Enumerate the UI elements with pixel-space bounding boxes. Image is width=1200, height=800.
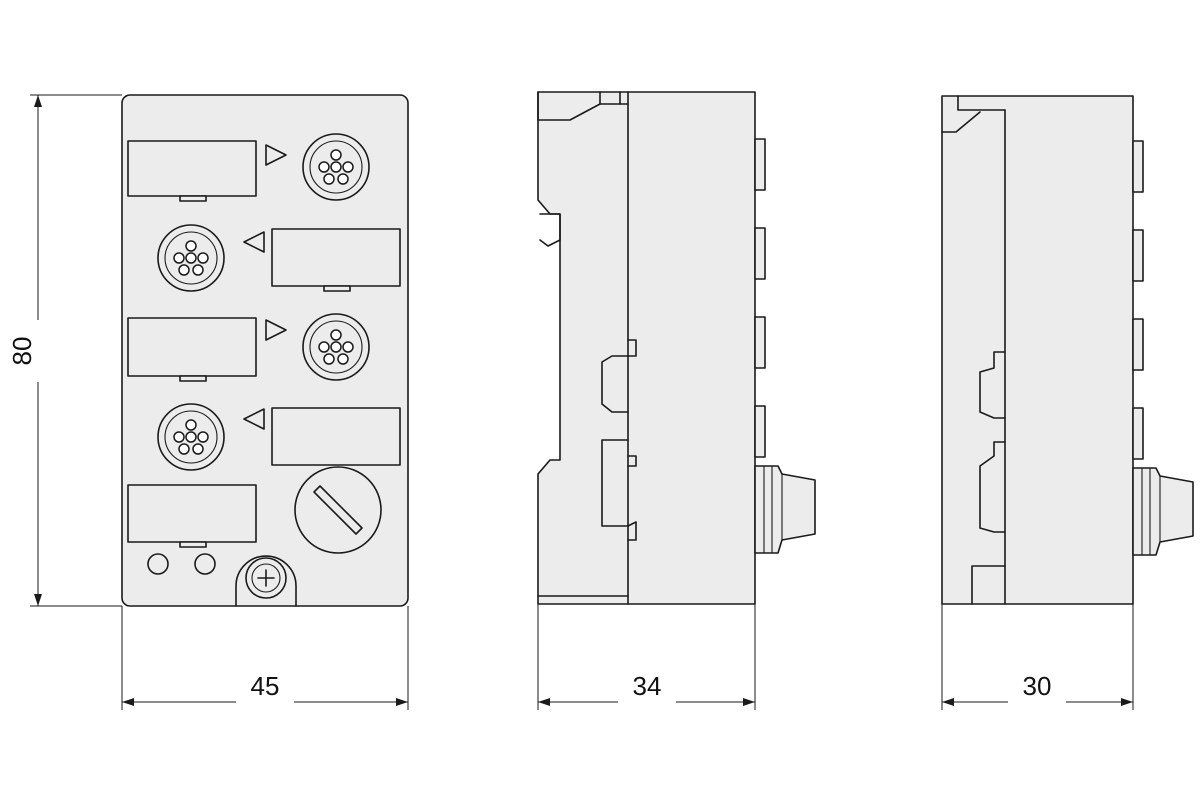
dimension-side-width: 34 [537,604,756,710]
dimension-side-width-label: 34 [633,671,662,701]
right-rotary-knob [1132,467,1194,556]
side-connector-1 [754,138,766,191]
dimension-right-width-label: 30 [1023,671,1052,701]
m12-connector-icon [157,403,225,471]
rotary-switch-icon[interactable] [294,466,382,554]
right-connector-1 [1132,140,1144,193]
port-row-2 [157,224,401,292]
label-plate-4 [271,407,401,466]
right-view [941,95,1194,605]
triangle-left-icon [243,408,265,430]
right-connector-2 [1132,229,1144,282]
dimension-front-width-label: 45 [251,671,280,701]
triangle-left-icon [243,231,265,253]
ground-screw-icon[interactable] [235,555,297,607]
dimension-front-width: 45 [121,606,409,710]
label-plate-1 [127,140,257,197]
m12-connector-icon [302,313,370,381]
dimension-height-label: 80 [7,337,37,366]
right-housing [941,95,1134,605]
m12-connector-icon [302,133,370,201]
triangle-right-icon [265,319,287,341]
side-view [537,91,816,605]
side-connector-4 [754,405,766,458]
label-plate-3 [127,317,257,377]
side-rotary-knob [754,465,816,554]
right-connector-3 [1132,318,1144,371]
led-1 [147,553,169,575]
side-connector-3 [754,316,766,369]
port-row-1 [127,133,370,202]
led-2 [194,553,216,575]
port-row-4 [157,403,401,471]
front-view [121,94,409,607]
right-connector-4 [1132,407,1144,460]
port-row-3 [127,313,370,382]
side-housing [537,91,756,605]
dimension-right-width: 30 [941,604,1134,710]
label-plate-5 [127,484,257,543]
dimension-height: 80 [7,94,122,607]
triangle-right-icon [265,144,287,166]
m12-connector-icon [157,224,225,292]
side-connector-2 [754,227,766,280]
label-plate-2 [271,228,401,287]
